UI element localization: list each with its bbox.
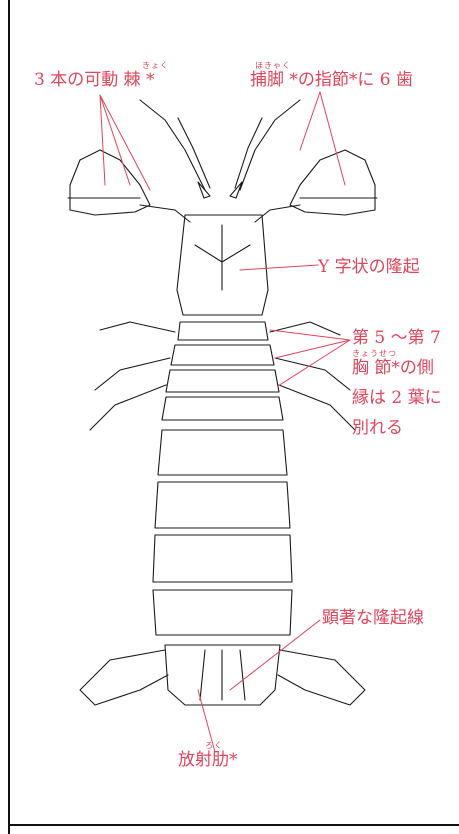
left-claw-arm [68, 198, 190, 222]
label-y-ridge: Y 字状の隆起 [318, 257, 420, 277]
label-thorax-line2: 胸 節*の側 [352, 358, 434, 378]
abdomen-seg [153, 590, 292, 635]
label-dactyl-teeth: 捕脚 *の指節*に 6 歯 [250, 70, 413, 90]
right-claw [290, 150, 375, 215]
uropod-left [80, 650, 168, 705]
dactyl-ruby: ほきゃく [255, 62, 291, 70]
thorax-seg [178, 322, 268, 340]
walking-leg [95, 358, 170, 390]
right-claw-arm [255, 198, 377, 222]
label-thorax-line3: 縁は 2 葉に [352, 388, 442, 408]
leader-dactyl [300, 92, 345, 185]
leader-thorax [270, 330, 350, 386]
thorax-seg [162, 397, 283, 420]
right-antenna-2 [235, 118, 262, 188]
walking-leg [100, 322, 175, 332]
leader-ridge-y [240, 265, 318, 270]
thorax-ruby: きょうせつ [352, 350, 397, 358]
abdomen-seg [155, 482, 290, 528]
label-prominent-ridge: 顕著な隆起線 [322, 608, 424, 628]
thorax-seg [171, 345, 274, 365]
label-movable-spines: 3 本の可動 棘 * [34, 70, 155, 90]
uropod-right [278, 650, 365, 705]
telson-ridges [200, 650, 245, 700]
abdomen-seg [153, 535, 292, 582]
left-antenna-2 [178, 118, 210, 188]
spines-ruby: きょく [142, 62, 169, 70]
walking-leg [275, 358, 350, 390]
left-antenna [140, 100, 205, 190]
carapace-ridge [195, 225, 250, 290]
ribs-ruby: ろく [205, 742, 223, 750]
walking-leg [279, 385, 355, 430]
label-thorax-line4: 別れる [352, 418, 403, 438]
left-claw [70, 150, 150, 215]
label-radial-ribs: 放射肋* [178, 750, 238, 770]
thorax-seg [166, 370, 279, 392]
abdomen-seg [158, 430, 287, 475]
walking-leg [90, 385, 166, 430]
leader-spines [100, 95, 150, 190]
walking-leg [270, 322, 340, 335]
label-thorax-line1: 第 5 〜第 7 [352, 328, 441, 348]
